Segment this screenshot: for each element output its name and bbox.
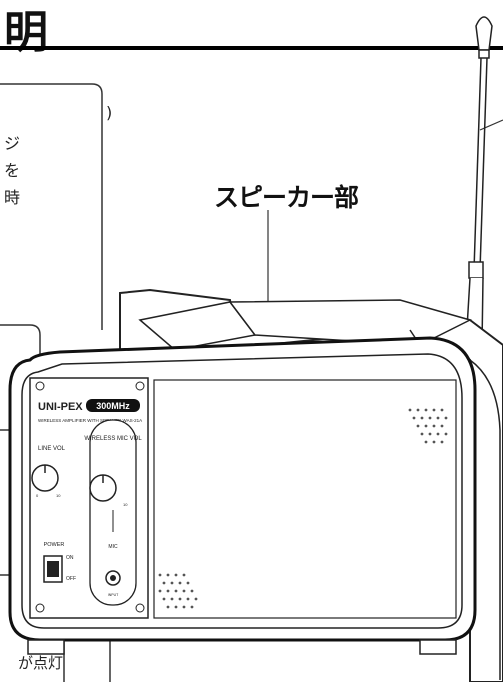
screw	[35, 381, 45, 391]
line-vol-label: LINE VOL	[38, 446, 66, 452]
input-label: INPUT	[108, 593, 119, 597]
speaker-section-label: スピーカー部	[214, 183, 359, 212]
callout-text-fragment-2: ジ	[4, 134, 21, 153]
wireless-vol-label: WIRELESS MIC VOL	[84, 436, 142, 442]
cabinet	[119, 288, 503, 682]
callout-text-fragment-3: を	[4, 161, 21, 180]
callout-antenna-line	[479, 119, 503, 131]
power-label: POWER	[44, 542, 65, 548]
svg-text:0: 0	[36, 493, 39, 498]
screw	[135, 603, 145, 613]
callout-line-vol-line	[0, 324, 41, 465]
svg-text:10: 10	[123, 502, 128, 507]
callout-text-fragment-5: が点灯	[18, 654, 64, 672]
mic-label: MIC	[108, 544, 118, 550]
screw	[135, 381, 145, 391]
brand-logo: UNI-PEX	[38, 401, 83, 413]
callout-text-fragment-1: )	[106, 103, 113, 122]
foot-right	[419, 639, 457, 655]
callout-wireless-vol-line	[0, 83, 103, 330]
callout-text-fragment-4: 時	[4, 188, 21, 207]
power-on-label: ON	[66, 555, 74, 561]
speaker-grille	[153, 379, 457, 619]
control-panel: UNI-PEX 300MHz WIRELESS AMPLIFIER WITH S…	[29, 377, 149, 619]
power-off-label: OFF	[66, 576, 76, 582]
svg-text:10: 10	[56, 493, 61, 498]
band-badge: 300MHz	[96, 401, 130, 411]
screw	[35, 603, 45, 613]
foot-left	[27, 639, 65, 655]
antenna	[465, 16, 493, 346]
model-text: WIRELESS AMPLIFIER WITH SPEAKER WAS-21A	[38, 418, 142, 423]
